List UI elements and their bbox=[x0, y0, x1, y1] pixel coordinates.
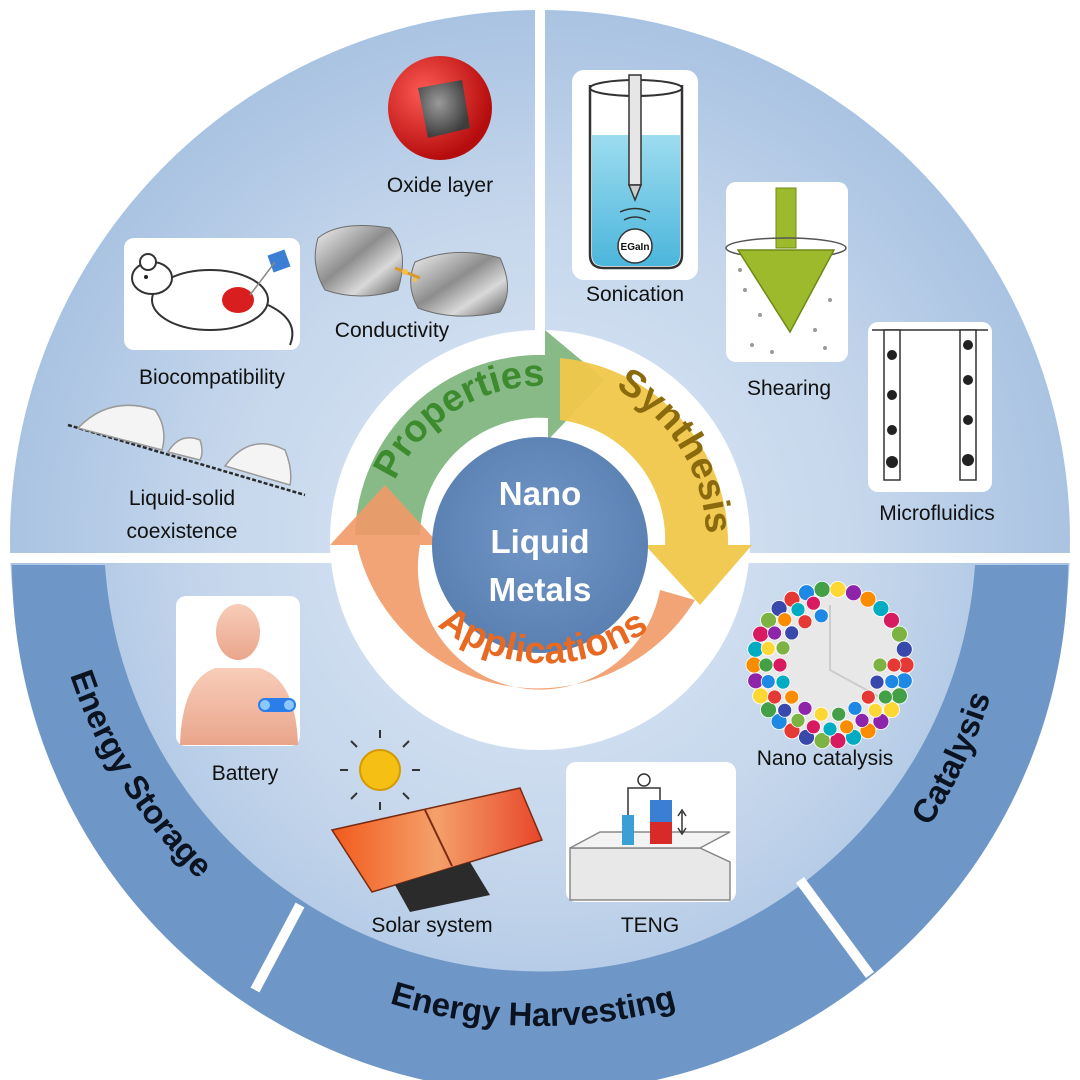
sonication-label: Sonication bbox=[586, 283, 684, 306]
nanoparticle-dot bbox=[869, 674, 885, 690]
synthesis-arrow bbox=[560, 358, 752, 605]
nanoparticle-dot bbox=[760, 701, 777, 719]
nanoparticle-dot bbox=[760, 674, 776, 689]
nanoparticle-dot bbox=[813, 706, 829, 722]
sonication-beaker-illustration bbox=[572, 70, 698, 280]
nanoparticle-dot bbox=[767, 625, 782, 641]
center-line-1: Nano bbox=[499, 475, 582, 512]
nanoparticle-dot bbox=[767, 689, 782, 705]
teng-device-illustration bbox=[566, 762, 736, 902]
center-line-3: Metals bbox=[489, 571, 592, 608]
conductivity-metal-illustration bbox=[314, 225, 508, 317]
egain-tag: EGaIn bbox=[621, 242, 650, 253]
nanoparticle-dot bbox=[760, 641, 776, 656]
nanoparticle-dot bbox=[806, 719, 821, 735]
shearing-label: Shearing bbox=[747, 377, 831, 400]
nanoparticle-dot bbox=[829, 581, 847, 598]
quadrant-dividers bbox=[10, 10, 1070, 993]
nanoparticle-dot bbox=[790, 602, 806, 617]
nanoparticle-dot bbox=[760, 611, 777, 629]
nanoparticle-dot bbox=[806, 595, 821, 611]
nanoparticle-dot bbox=[813, 608, 829, 624]
applications-arrow bbox=[330, 485, 695, 690]
nanoparticle-dot bbox=[891, 687, 908, 705]
oxide-layer-label: Oxide layer bbox=[387, 174, 493, 197]
nanoparticle-dot bbox=[784, 625, 800, 641]
nanoparticle-dot bbox=[752, 687, 769, 705]
battery-torso-illustration bbox=[176, 596, 300, 746]
center-circle bbox=[432, 437, 648, 653]
nanoparticle-dot bbox=[775, 640, 791, 656]
nanoparticle-dot bbox=[867, 702, 883, 718]
nano-catalysis-label: Nano catalysis bbox=[757, 747, 894, 770]
nanoparticle-dot bbox=[859, 590, 877, 608]
biocompatibility-label: Biocompatibility bbox=[139, 366, 285, 389]
microfluidics-label: Microfluidics bbox=[879, 502, 995, 525]
nanoparticle-dot bbox=[790, 713, 806, 728]
nanoparticle-dot bbox=[822, 721, 838, 737]
nanoparticle-dot bbox=[777, 702, 793, 718]
center-line-2: Liquid bbox=[491, 523, 590, 560]
liquid-solid-label-line-1: Liquid-solid bbox=[129, 487, 235, 510]
microfluidics-channels-illustration bbox=[868, 322, 992, 492]
nanoparticle-dot bbox=[777, 612, 793, 628]
nanoparticle-dot bbox=[772, 657, 788, 673]
shearing-cone-illustration bbox=[725, 182, 848, 362]
nanoparticle-dot bbox=[845, 584, 862, 602]
nanoparticle-dot bbox=[839, 719, 854, 735]
nanoparticle-dot bbox=[883, 701, 900, 719]
nanoparticle-dot bbox=[872, 657, 888, 673]
nanoparticle-dot bbox=[847, 700, 863, 716]
nanoparticle-dot bbox=[775, 674, 791, 690]
battery-label: Battery bbox=[212, 762, 279, 785]
nanoparticle-dot bbox=[797, 700, 813, 716]
nanoparticle-dot bbox=[886, 657, 902, 673]
liquid-solid-label-line-2: coexistence bbox=[127, 520, 238, 543]
solar-panel-illustration bbox=[330, 787, 544, 912]
biocompatibility-mouse-illustration bbox=[124, 238, 300, 350]
nanoparticle-dot bbox=[752, 625, 769, 643]
nanoparticle-dot bbox=[891, 625, 908, 643]
conductivity-label: Conductivity bbox=[335, 319, 450, 342]
nanoparticle-dot bbox=[884, 674, 900, 689]
nano-catalysis-sphere-illustration bbox=[745, 581, 915, 749]
nanoparticle-dot bbox=[813, 581, 831, 598]
liquid-solid-droplets-illustration bbox=[67, 404, 306, 497]
nanoparticle-dot bbox=[883, 611, 900, 629]
nanoparticle-dot bbox=[860, 689, 876, 705]
nanoparticle-dot bbox=[878, 689, 893, 705]
nanoparticle-dot bbox=[854, 713, 870, 728]
nanoparticle-dot bbox=[895, 640, 913, 658]
nanoparticle-dot bbox=[797, 614, 813, 630]
solar-system-label: Solar system bbox=[371, 914, 492, 937]
sun-icon bbox=[340, 730, 420, 810]
teng-label: TENG bbox=[621, 914, 679, 937]
nanoparticle-dot bbox=[784, 689, 800, 705]
oxide-layer-sphere bbox=[388, 56, 492, 160]
nanoparticle-dot bbox=[872, 600, 890, 617]
nanoparticle-dot bbox=[758, 657, 774, 673]
properties-arrow bbox=[355, 330, 605, 535]
nanoparticle-dot bbox=[831, 706, 847, 722]
